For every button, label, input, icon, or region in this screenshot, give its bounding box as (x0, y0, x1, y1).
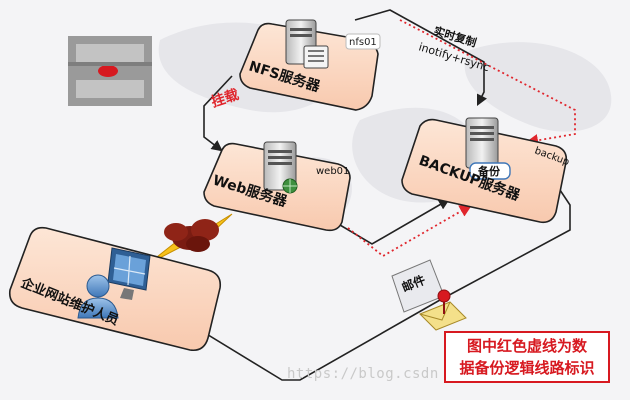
nfs-server-node[interactable]: NFS服务器 nfs01 (239, 19, 381, 111)
edge-nfs-web (203, 75, 233, 152)
backup-dotted-lines (347, 19, 576, 258)
web-server-node[interactable]: web01 Web服务器 (203, 141, 351, 232)
backup-badge: 备份 (469, 162, 511, 180)
backup-server-icon (465, 117, 499, 169)
watermark-text: https://blog.csdn (287, 366, 439, 382)
connection-lines (181, 9, 571, 381)
monitor-icon (107, 247, 151, 300)
internet-link (147, 213, 233, 265)
web-server-icon (263, 141, 297, 191)
web-host-label: web01 (316, 166, 349, 177)
nfs-host-label: nfs01 (349, 37, 377, 48)
backup-badge-label: 备份 (477, 164, 501, 178)
blurred-logo (68, 36, 152, 106)
cloud-icon (164, 219, 219, 252)
backup-server-node[interactable]: 备份 backup BACKUP服务器 (401, 117, 571, 224)
nfs-host-label-box: nfs01 (345, 33, 381, 50)
admin-panel (8, 226, 222, 352)
legend-note-line1: 图中红色虚线为数 (466, 337, 587, 355)
person-icon (77, 274, 119, 319)
envelope-icon (419, 289, 467, 331)
globe-icon (282, 178, 298, 194)
edge-nfs-backup (354, 9, 488, 107)
red-line-web-backup (347, 204, 473, 258)
legend-note-line2: 据备份逻辑线路标识 (459, 359, 595, 377)
edge-backup-admin (181, 174, 571, 381)
nfs-server-icon (285, 19, 329, 69)
legend-note: 图中红色虚线为数 据备份逻辑线路标识 (444, 331, 610, 383)
mail-label-box: 邮件 (391, 259, 445, 313)
